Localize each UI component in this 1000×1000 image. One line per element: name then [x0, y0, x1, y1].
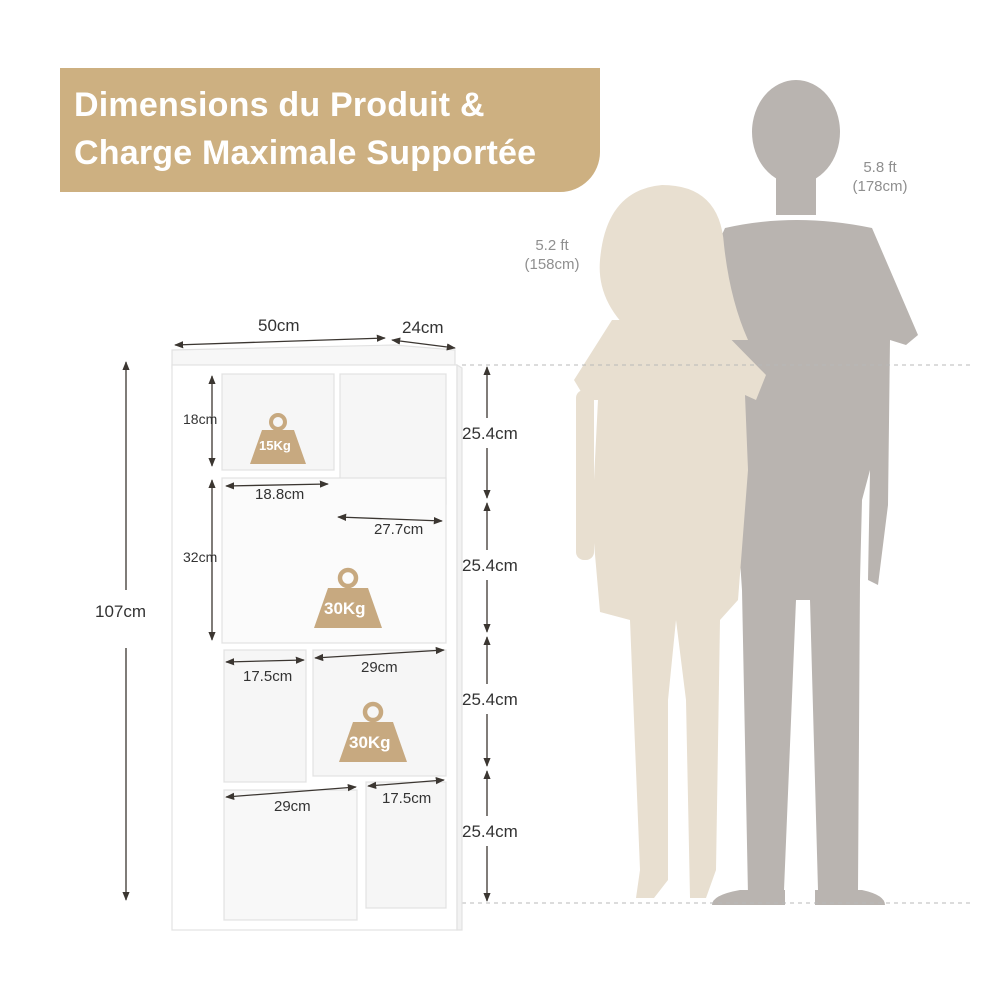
man-height-ft: 5.8 ft [863, 159, 897, 176]
row3-right-width-label: 29cm [361, 659, 398, 676]
title-banner: Dimensions du Produit & Charge Maximale … [60, 68, 600, 192]
row4-right-width-label: 17.5cm [382, 790, 432, 807]
depth-label: 24cm [402, 318, 444, 337]
woman-silhouette [574, 185, 766, 898]
weight-icon-middle [314, 567, 382, 628]
banner-title-line1: Dimensions du Produit & [74, 86, 485, 124]
width-label: 50cm [258, 316, 300, 335]
weight-icons [250, 413, 407, 762]
section-height-label-2: 25.4cm [462, 556, 518, 575]
weight-icon-top [250, 413, 306, 464]
weight-label-lower: 30Kg [349, 733, 391, 752]
section-height-label-4: 25.4cm [462, 822, 518, 841]
weight-label-top: 15Kg [259, 438, 291, 453]
section-height-label-3: 25.4cm [462, 690, 518, 709]
woman-height-ft: 5.2 ft [535, 237, 569, 254]
top-left-height-label: 18cm [183, 411, 218, 427]
middle-height-label: 32cm [183, 549, 218, 565]
weight-icon-lower [339, 701, 407, 762]
top-right-width-label: 27.7cm [374, 521, 424, 538]
row4-left-width-label: 29cm [274, 798, 311, 815]
row3-left-width-label: 17.5cm [243, 668, 293, 685]
woman-height-label: 5.2 ft (158cm) [512, 236, 592, 274]
man-height-label: 5.8 ft (178cm) [840, 158, 920, 196]
banner-title-line2: Charge Maximale Supportée [74, 134, 537, 172]
height-label: 107cm [95, 602, 147, 621]
top-left-width-label: 18.8cm [255, 486, 305, 503]
man-height-cm: (178cm) [852, 178, 908, 195]
weight-label-middle: 30Kg [324, 599, 366, 618]
bookcase [171, 344, 463, 931]
section-height-label-1: 25.4cm [462, 424, 518, 443]
woman-height-cm: (158cm) [524, 256, 580, 273]
